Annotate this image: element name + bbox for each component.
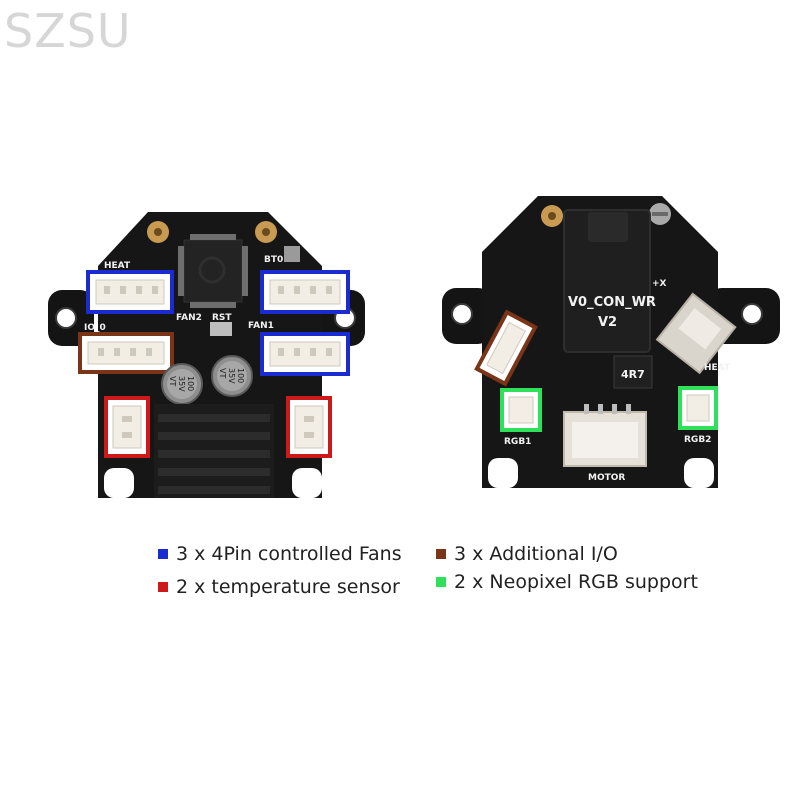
- heat-connector: [655, 292, 737, 375]
- temp-connector-left: [104, 396, 150, 458]
- label-io0: IO_0: [84, 323, 106, 333]
- board-slot: [292, 468, 322, 498]
- legend-label-fans: 3 x 4Pin controlled Fans: [176, 543, 402, 565]
- watermark-text: SZSU: [4, 4, 132, 58]
- legend-item-rgb: 2 x Neopixel RGB support: [436, 571, 698, 593]
- label-motor: MOTOR: [588, 473, 625, 483]
- temp-connector-right: [286, 396, 332, 458]
- left-board: HEAT BT0 IO_0 FAN2 RST FAN1: [48, 212, 365, 498]
- legend-item-temp: 2 x temperature sensor: [158, 576, 400, 598]
- legend-label-temp: 2 x temperature sensor: [176, 576, 400, 598]
- label-fan1: FAN1: [248, 321, 274, 331]
- label-plus-x: +X: [652, 279, 667, 289]
- button-rst: [210, 322, 232, 336]
- board-slot: [684, 458, 714, 488]
- mount-hole-icon: [741, 303, 763, 325]
- label-rgb1: RGB1: [504, 437, 531, 447]
- label-bt0: BT0: [264, 255, 283, 265]
- motor-connector: [563, 404, 647, 467]
- label-rgb2: RGB2: [684, 435, 711, 445]
- capacitor-right-marking: 10035VVT: [218, 368, 245, 384]
- capacitor-left-marking: 10035VVT: [168, 376, 195, 392]
- label-inductor: 4R7: [621, 368, 645, 381]
- board-slot: [488, 458, 518, 488]
- right-board: V0_CON_WR V2 +X 4R7 HEAT RGB1 RGB2: [442, 196, 780, 488]
- legend-swatch-blue: [158, 549, 168, 559]
- legend-label-io: 3 x Additional I/O: [454, 543, 618, 565]
- legend-item-io: 3 x Additional I/O: [436, 543, 618, 565]
- legend-swatch-brown: [436, 549, 446, 559]
- legend-label-rgb: 2 x Neopixel RGB support: [454, 571, 698, 593]
- rgb-connector-rgb1: [500, 388, 542, 432]
- mount-hole-icon: [451, 303, 473, 325]
- legend-item-fans: 3 x 4Pin controlled Fans: [158, 543, 402, 565]
- module-label-line1: V0_CON_WR: [568, 295, 656, 310]
- button-bt0: [284, 246, 300, 262]
- label-heat-right: HEAT: [704, 363, 731, 373]
- inductor: [613, 355, 653, 389]
- label-fan2: FAN2: [176, 313, 202, 323]
- hall-module: V0_CON_WR V2: [563, 209, 656, 353]
- rgb-connector-rgb2: [678, 386, 718, 430]
- module-label-line2: V2: [598, 315, 617, 330]
- capacitor-left: [161, 363, 203, 405]
- capacitor-right: [211, 355, 253, 397]
- legend-swatch-red: [158, 582, 168, 592]
- heatsink: [154, 404, 274, 498]
- label-rst: RST: [212, 313, 232, 323]
- io-connector-io0: [78, 332, 174, 374]
- legend-swatch-green: [436, 577, 446, 587]
- fan-connector-heat: [86, 270, 174, 314]
- fan-connector-top-right: [260, 270, 350, 314]
- label-heat: HEAT: [104, 261, 131, 271]
- fan-connector-fan1: [260, 332, 350, 376]
- mcu-chip: [178, 234, 248, 308]
- board-slot: [104, 468, 134, 498]
- mount-hole-icon: [55, 307, 77, 329]
- io-connector-right: [474, 309, 538, 387]
